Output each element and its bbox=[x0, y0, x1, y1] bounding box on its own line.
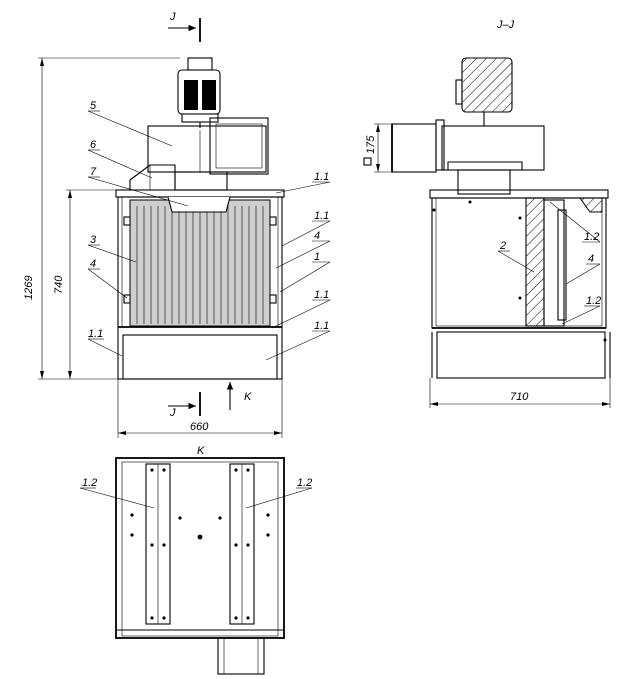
callout-4-side: 4 bbox=[588, 253, 594, 265]
callout-1-1-left: 1.1 bbox=[88, 328, 103, 340]
side-dimensions: 175 710 bbox=[363, 123, 611, 408]
callout-4-right: 4 bbox=[314, 230, 320, 242]
collar bbox=[174, 171, 228, 191]
dim-side-width: 710 bbox=[510, 391, 529, 403]
callout-2: 2 bbox=[499, 240, 506, 252]
front-dimensions: 1269 740 660 bbox=[23, 57, 283, 438]
callout-1-1-mid: 1.1 bbox=[314, 289, 329, 301]
front-callouts: 5 6 7 3 4 1.1 1.1 1.1 4 1 1.1 1.1 bbox=[87, 100, 331, 361]
callout-1-1-bottom: 1.1 bbox=[314, 320, 329, 332]
callout-4-left: 4 bbox=[90, 258, 96, 270]
bottom-view bbox=[115, 457, 285, 675]
callout-7: 7 bbox=[90, 166, 97, 178]
view-mark-k: K bbox=[244, 391, 252, 403]
callout-1-1-top: 1.1 bbox=[314, 171, 329, 183]
callout-1-1-side: 1.1 bbox=[314, 210, 329, 222]
outlet-pipe bbox=[217, 637, 265, 675]
callout-3: 3 bbox=[90, 234, 97, 246]
bolt-holes bbox=[130, 468, 270, 620]
callout-6: 6 bbox=[90, 139, 97, 151]
top-plate bbox=[115, 189, 285, 198]
dim-duct: 175 bbox=[365, 135, 377, 154]
callout-1-2-top: 1.2 bbox=[584, 231, 599, 243]
filter-section bbox=[525, 197, 545, 327]
bottom-callouts: 1.2 1.2 bbox=[79, 477, 312, 509]
section-title: J–J bbox=[496, 19, 515, 31]
view-arrow-k: K bbox=[226, 382, 252, 410]
motor-section bbox=[461, 57, 513, 113]
callout-1-2-left: 1.2 bbox=[82, 477, 97, 489]
lower-panel bbox=[122, 334, 278, 380]
section-view bbox=[391, 57, 611, 379]
motor bbox=[177, 57, 221, 128]
dim-front-width: 660 bbox=[190, 421, 209, 433]
fan-housing bbox=[147, 117, 269, 175]
callout-1-2-right: 1.2 bbox=[297, 477, 312, 489]
filter-slats bbox=[136, 206, 264, 324]
duct bbox=[391, 123, 437, 173]
callout-1: 1 bbox=[314, 251, 320, 263]
section-mark-bottom: J bbox=[169, 407, 176, 419]
section-line-j: J J bbox=[168, 11, 201, 419]
dim-total-height: 1269 bbox=[23, 276, 35, 300]
section-mark-top: J bbox=[169, 11, 176, 23]
view-title: K bbox=[197, 445, 205, 457]
side-callouts: 2 1.2 4 1.2 bbox=[497, 201, 601, 325]
inlet-box bbox=[129, 164, 176, 191]
dim-booth-height: 740 bbox=[53, 275, 65, 294]
callout-5: 5 bbox=[90, 100, 97, 112]
callout-1-2-bottom: 1.2 bbox=[586, 295, 601, 307]
front-view bbox=[115, 57, 285, 380]
